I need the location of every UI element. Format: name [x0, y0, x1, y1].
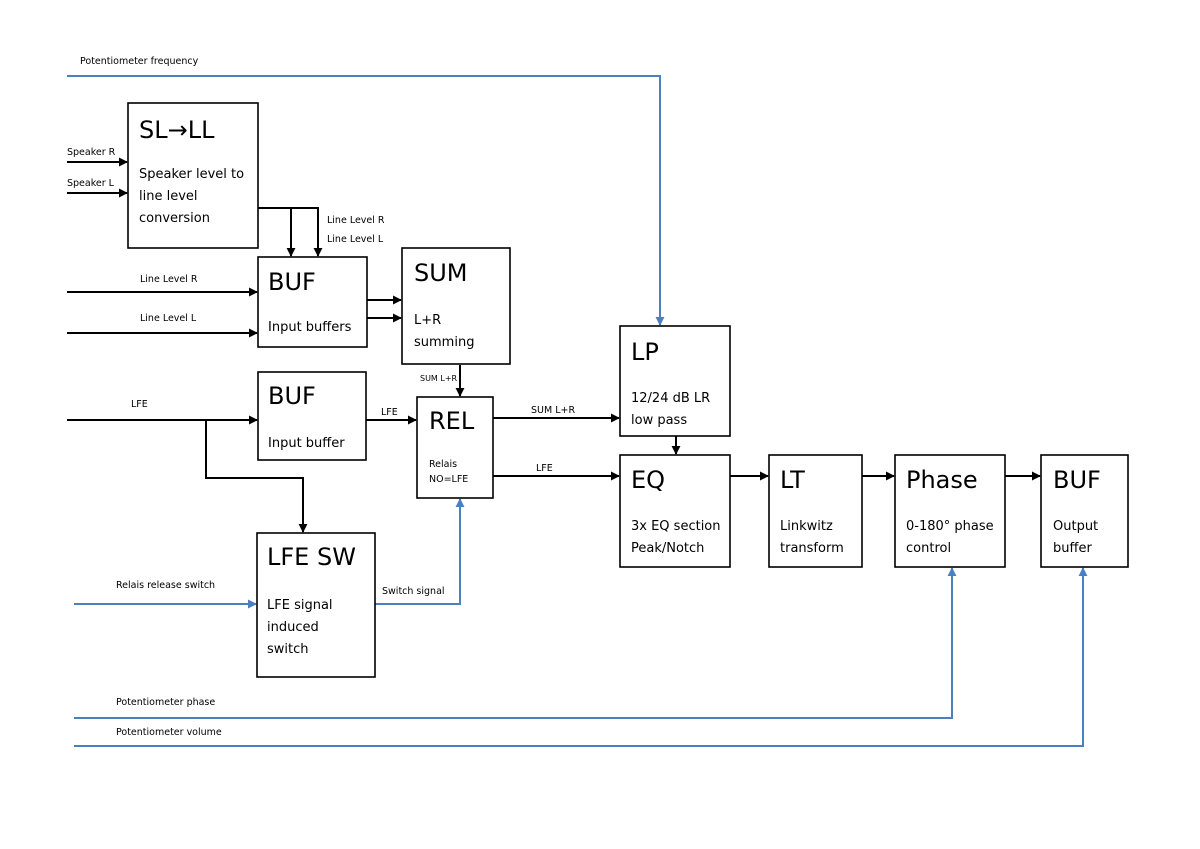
buf-out-title: BUF — [1053, 466, 1101, 494]
sum-desc-1: L+R — [414, 313, 441, 328]
label-speaker-r: Speaker R — [67, 147, 116, 158]
label-pot-volume: Potentiometer volume — [116, 727, 222, 738]
buf-out-desc-2: buffer — [1053, 541, 1092, 556]
buf-out-desc-1: Output — [1053, 519, 1098, 534]
slll-desc-2: line level — [139, 189, 198, 204]
label-lfe-rel: LFE — [381, 407, 398, 418]
label-pot-frequency: Potentiometer frequency — [80, 56, 199, 67]
lt-title: LT — [780, 466, 805, 494]
wire-slll-to-buf — [258, 207, 323, 257]
buf-lfe-desc: Input buffer — [268, 436, 345, 451]
block-input-buffers: BUF Input buffers — [257, 256, 368, 348]
lt-desc-1: Linkwitz — [780, 519, 833, 534]
label-speaker-l: Speaker L — [67, 178, 115, 189]
label-lfe-eq: LFE — [536, 463, 553, 474]
block-phase: Phase 0-180° phase control — [894, 454, 1006, 568]
lfesw-desc-3: switch — [267, 642, 309, 657]
label-relais-release: Relais release switch — [116, 580, 215, 591]
wire-switch-signal — [375, 498, 465, 605]
rel-desc-1: Relais — [429, 459, 457, 470]
block-output-buffer: BUF Output buffer — [1040, 454, 1129, 568]
label-pot-phase: Potentiometer phase — [116, 697, 215, 708]
label-switch-signal: Switch signal — [382, 586, 445, 597]
label-sum-lp: SUM L+R — [531, 405, 575, 416]
block-relais: REL Relais NO=LFE — [416, 396, 494, 499]
lp-desc-1: 12/24 dB LR — [631, 391, 710, 406]
label-line-r-in: Line Level R — [140, 274, 198, 285]
block-lfe-buffer: BUF Input buffer — [257, 371, 367, 461]
sum-desc-2: summing — [414, 335, 474, 350]
eq-title: EQ — [631, 466, 665, 494]
label-line-r-slll: Line Level R — [327, 215, 385, 226]
block-lfe-switch: LFE SW LFE signal induced switch — [256, 532, 376, 678]
wire-pot-phase — [74, 567, 957, 719]
rel-title: REL — [429, 407, 475, 435]
phase-desc-1: 0-180° phase — [906, 519, 994, 534]
label-lfe-in: LFE — [131, 399, 148, 410]
buf-lfe-title: BUF — [268, 382, 316, 410]
slll-desc-3: conversion — [139, 211, 210, 226]
control-wires — [67, 75, 1088, 747]
buf-in-title: BUF — [268, 268, 316, 296]
sum-title: SUM — [414, 259, 468, 287]
slll-desc-1: Speaker level to — [139, 167, 244, 182]
eq-desc-1: 3x EQ section — [631, 519, 721, 534]
lt-desc-2: transform — [780, 541, 844, 556]
lp-title: LP — [631, 338, 659, 366]
lfesw-desc-1: LFE signal — [267, 598, 333, 613]
slll-title: SL→LL — [139, 116, 215, 144]
block-eq: EQ 3x EQ section Peak/Notch — [619, 454, 731, 568]
signal-wires — [67, 157, 1041, 533]
block-lowpass: LP 12/24 dB LR low pass — [619, 325, 731, 437]
eq-desc-2: Peak/Notch — [631, 541, 704, 556]
wire-lfe-to-sw — [205, 420, 308, 533]
label-line-l-in: Line Level L — [140, 313, 197, 324]
rel-desc-2: NO=LFE — [429, 474, 468, 485]
wire-pot-frequency — [67, 75, 665, 326]
wire-labels: Potentiometer frequency Speaker R Speake… — [67, 56, 575, 738]
lfesw-desc-2: induced — [267, 620, 319, 635]
lp-desc-2: low pass — [631, 413, 687, 428]
wire-pot-volume — [74, 567, 1088, 747]
label-line-l-slll: Line Level L — [327, 234, 384, 245]
block-sum: SUM L+R summing — [401, 247, 511, 365]
lfesw-title: LFE SW — [267, 543, 356, 571]
phase-title: Phase — [906, 466, 978, 494]
phase-desc-2: control — [906, 541, 951, 556]
label-sum-rel: SUM L+R — [420, 374, 458, 383]
block-linkwitz: LT Linkwitz transform — [768, 454, 863, 568]
buf-in-desc: Input buffers — [268, 320, 352, 335]
block-slll: SL→LL Speaker level to line level conver… — [127, 102, 259, 249]
